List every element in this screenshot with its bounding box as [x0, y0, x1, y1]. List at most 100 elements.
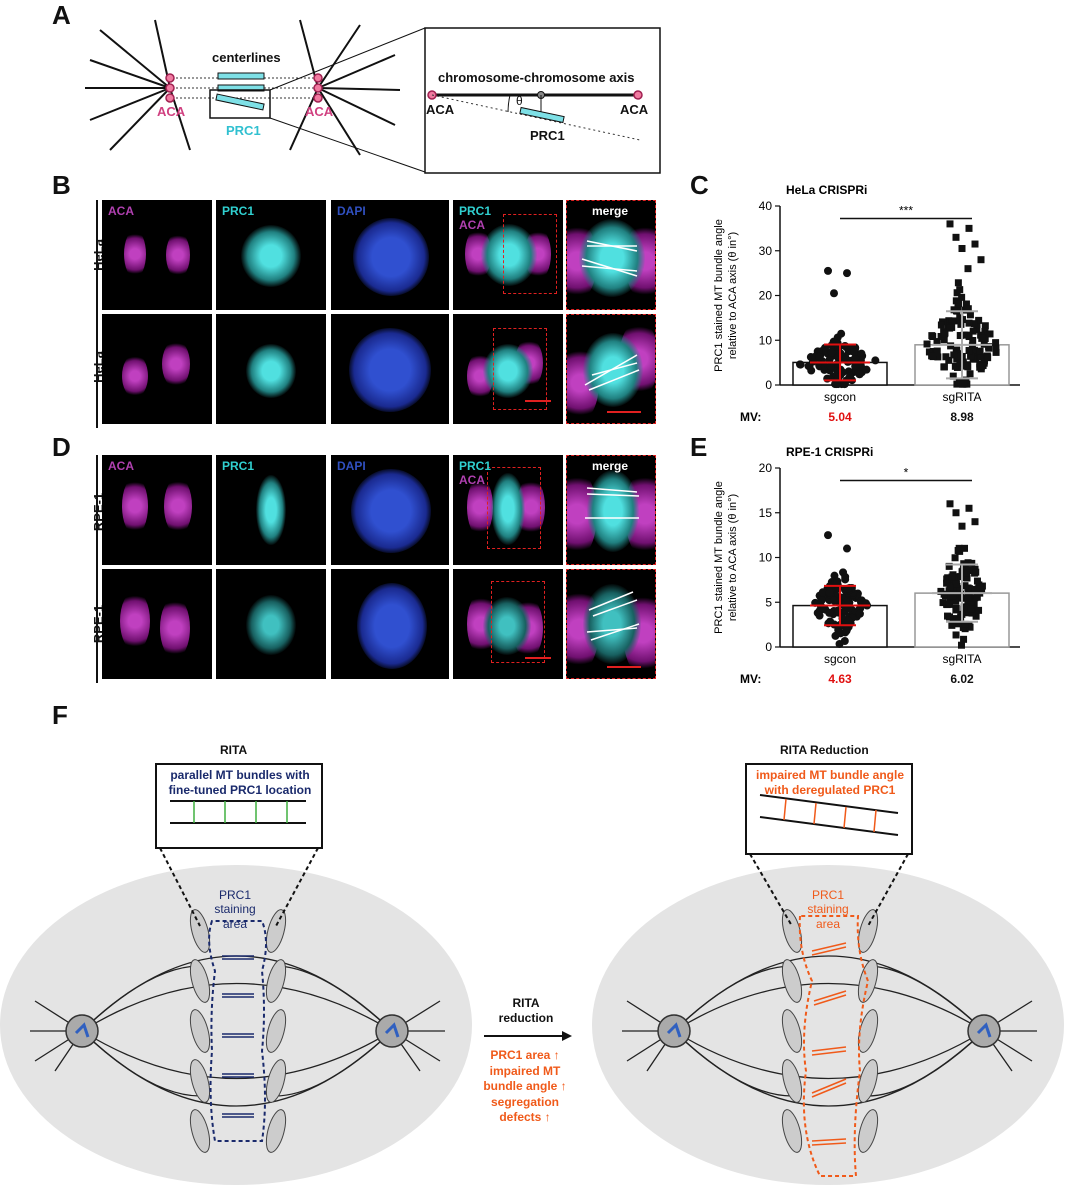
centerlines-label: centerlines — [212, 50, 281, 65]
data-point — [825, 608, 834, 617]
data-point — [818, 588, 827, 597]
data-point — [940, 363, 948, 371]
mv-value: 6.02 — [950, 672, 974, 686]
left-aster — [85, 19, 191, 151]
right-cell — [592, 865, 1064, 1185]
f-left-area-label: PRC1 staining area — [214, 888, 256, 931]
data-point — [933, 338, 941, 346]
data-point — [945, 356, 953, 364]
d-row1-merge — [453, 455, 563, 565]
data-point — [953, 346, 961, 354]
f-effects: PRC1 area ↑ impaired MT bundle angle ↑ s… — [483, 1048, 567, 1125]
data-point — [937, 332, 945, 340]
mv-label: MV: — [740, 672, 761, 686]
data-point — [964, 331, 972, 339]
tilted-axis-dotted — [431, 94, 641, 141]
significance-label: * — [904, 466, 909, 480]
data-point — [977, 353, 985, 361]
data-point — [862, 365, 871, 374]
data-point — [948, 621, 956, 629]
data-point — [963, 574, 971, 582]
centerline-bar-2 — [217, 84, 265, 92]
data-point — [964, 559, 972, 567]
data-point — [981, 322, 989, 330]
data-point — [845, 372, 854, 381]
right-prc1-area — [798, 915, 870, 1177]
data-point — [954, 352, 962, 360]
data-point — [966, 311, 974, 319]
data-point — [943, 575, 951, 583]
prc1-tilted-bar — [215, 93, 265, 111]
outlier-point — [958, 522, 966, 530]
y-tick-label: 0 — [765, 640, 772, 654]
d-row2-prc1 — [216, 569, 326, 679]
data-point — [965, 319, 973, 327]
data-point — [951, 554, 959, 562]
data-point — [984, 354, 992, 362]
data-point — [986, 330, 994, 338]
data-point — [949, 592, 957, 600]
data-point — [815, 611, 824, 620]
data-point — [965, 347, 973, 355]
left-chromosomes — [189, 909, 287, 1153]
panel-letter-b: B — [52, 170, 71, 200]
outlier-point — [843, 544, 851, 553]
data-point — [954, 304, 962, 312]
data-point — [948, 573, 956, 581]
data-point — [962, 604, 970, 612]
data-point — [952, 631, 960, 639]
data-point — [956, 585, 964, 593]
y-tick-label: 10 — [759, 333, 773, 347]
data-point — [945, 600, 953, 608]
outlier-point — [971, 240, 979, 248]
data-point — [945, 592, 953, 600]
panel-letter-a: A — [52, 0, 71, 30]
d-row1-zoom — [566, 455, 656, 565]
data-point — [850, 348, 859, 357]
data-point — [958, 293, 966, 301]
data-point — [973, 593, 981, 601]
data-point — [842, 626, 851, 635]
data-point — [844, 616, 853, 625]
data-point — [946, 613, 954, 621]
b-row1-zoom — [566, 200, 656, 310]
data-point — [976, 583, 984, 591]
outlier-point — [843, 269, 851, 278]
b-col-aca: ACA — [108, 204, 134, 218]
b-row2-dapi — [331, 314, 449, 424]
b-col-zoom: merge — [592, 204, 629, 218]
aca-left-label: ACA — [157, 104, 186, 119]
chart-title: HeLa CRISPRi — [786, 183, 867, 197]
data-point — [939, 599, 947, 607]
d-col-prc1: PRC1 — [222, 459, 255, 473]
data-point — [834, 380, 843, 389]
b-row1-prc1 — [216, 200, 326, 310]
y-tick-label: 20 — [759, 289, 773, 303]
panel-letter-f: F — [52, 700, 68, 730]
mv-label: MV: — [740, 410, 761, 424]
outlier-point — [946, 220, 954, 228]
outlier-point — [977, 256, 985, 264]
x-tick-label: sgcon — [824, 390, 856, 404]
data-point — [967, 605, 975, 613]
data-point — [961, 544, 969, 552]
outlier-point — [965, 224, 973, 232]
zoom-box — [209, 89, 271, 119]
data-point — [952, 597, 960, 605]
data-point — [820, 362, 829, 371]
theta-label: θ — [516, 94, 523, 108]
aca-right-label: ACA — [305, 104, 334, 119]
data-point — [950, 306, 958, 314]
right-spindle — [673, 955, 985, 1107]
d-row2-zoom — [566, 569, 656, 679]
d-row2-dapi — [331, 569, 449, 679]
data-point — [796, 360, 805, 369]
data-point — [975, 606, 983, 614]
data-point — [857, 349, 866, 358]
b-col-merge-prc1: PRC1 — [459, 204, 492, 218]
data-point — [947, 342, 955, 350]
data-point — [827, 348, 836, 357]
outlier-point — [946, 500, 954, 508]
data-point — [969, 327, 977, 335]
data-point — [946, 584, 954, 592]
